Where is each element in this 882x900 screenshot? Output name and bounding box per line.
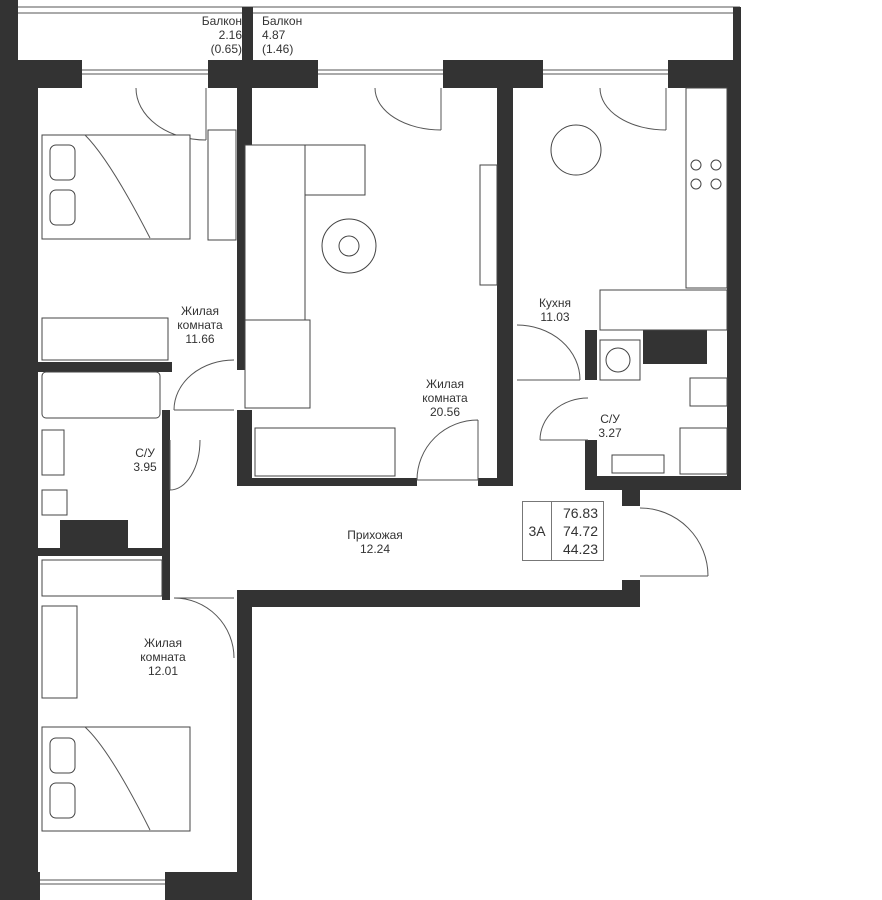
- doors: [135, 87, 709, 659]
- living-area: 44.23: [562, 541, 598, 557]
- apartment-summary: 3А 76.83 74.72 44.23: [522, 501, 604, 561]
- area-without-balcony: 74.72: [562, 523, 598, 539]
- apartment-type: 3А: [523, 502, 552, 560]
- balcony-outline: [0, 0, 741, 60]
- windows: [40, 69, 668, 885]
- walls: [0, 60, 741, 900]
- total-area: 76.83: [562, 505, 598, 521]
- furniture: [41, 87, 728, 832]
